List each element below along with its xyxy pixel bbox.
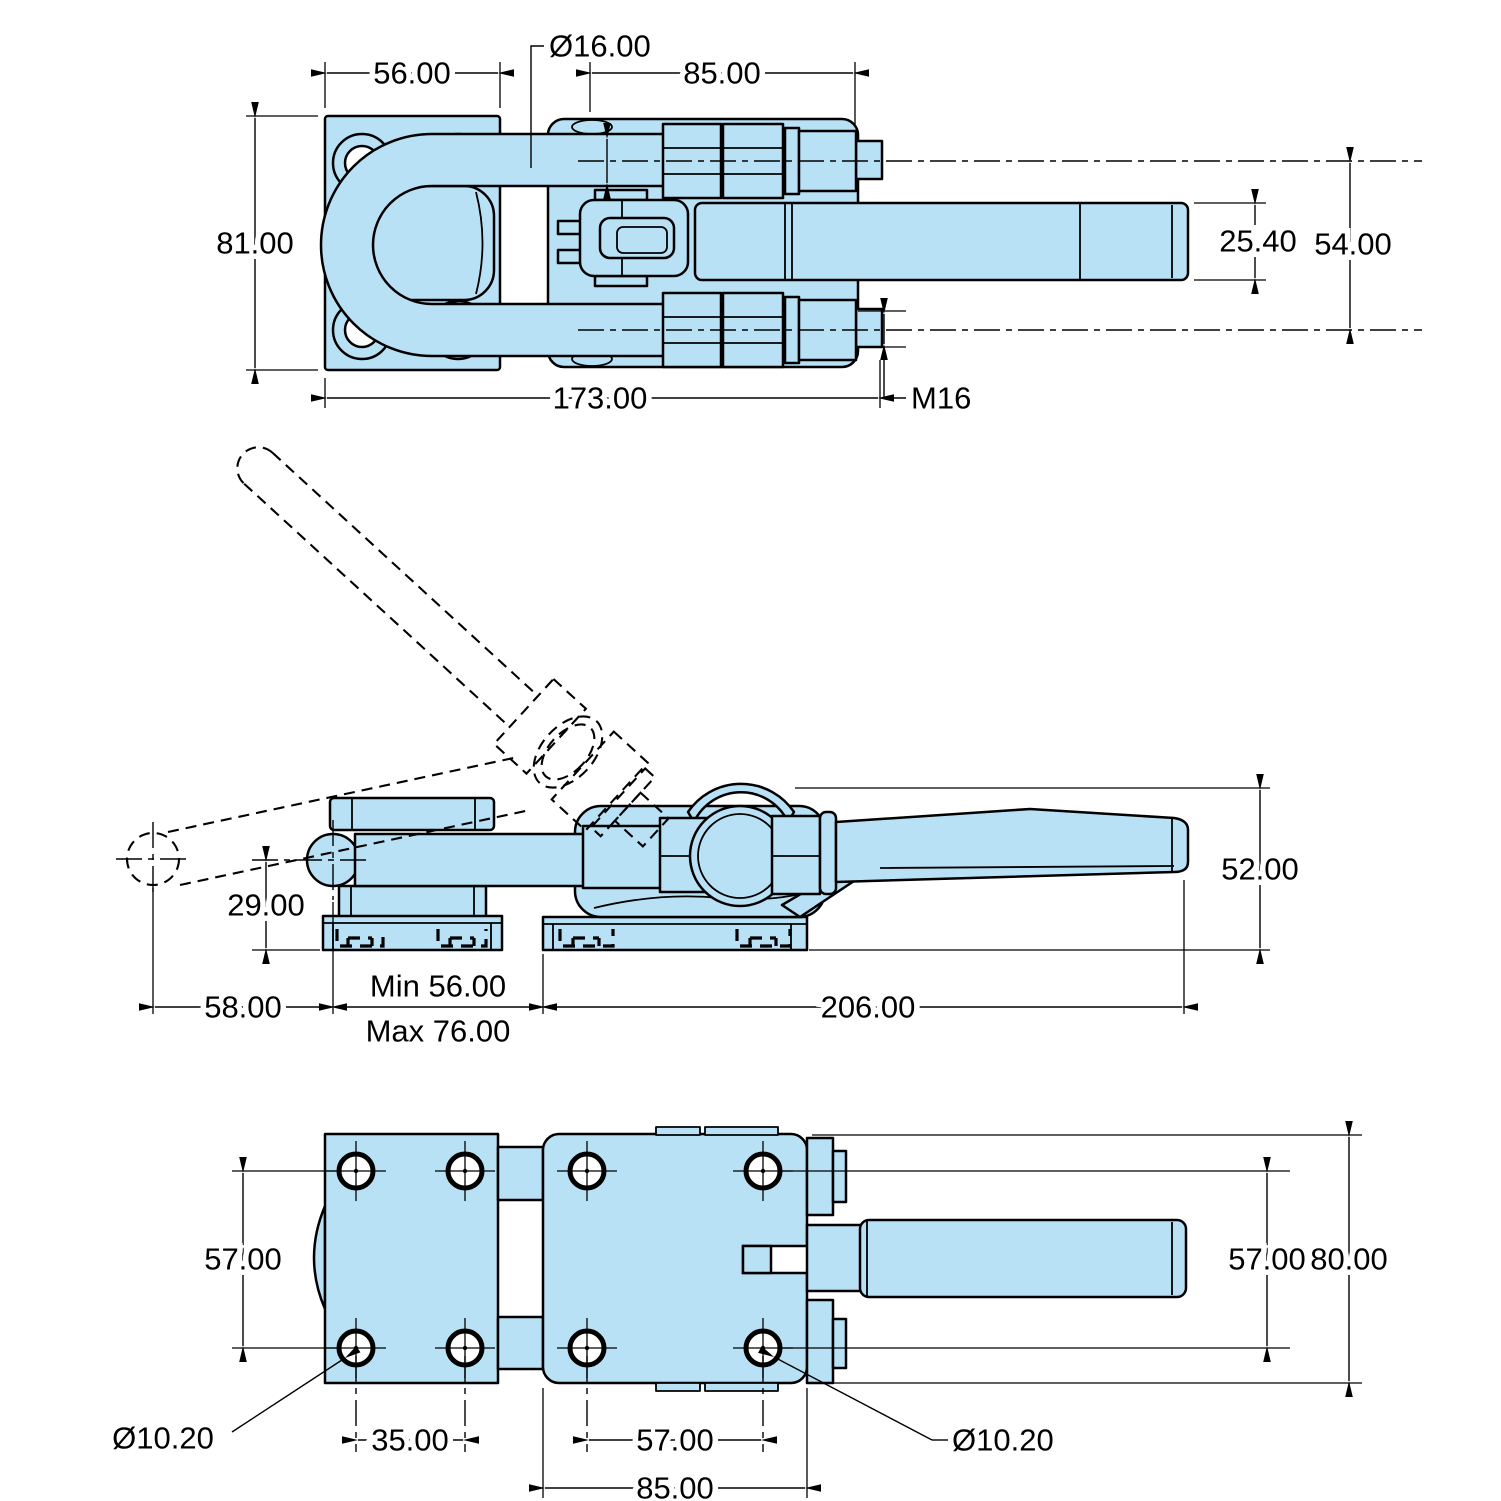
dim-bar-width: 25.40 <box>1219 224 1297 259</box>
dim-gap-min: Min 56.00 <box>370 969 506 1004</box>
dim-right-plate-hole-span: 85.00 <box>636 1471 714 1501</box>
nut-cluster-lower <box>661 291 858 369</box>
nut-profiles-bottom <box>805 1136 848 1385</box>
dim-overall-length: 173.00 <box>553 381 648 416</box>
top-view-dimensions: 56.00 85.00 Ø16.00 81.00 173.00 25.40 54… <box>211 29 1398 422</box>
latch-bar-top <box>693 201 1190 282</box>
dim-gap-max: Max 76.00 <box>366 1014 511 1049</box>
dim-bar-center-height: 29.00 <box>227 888 305 923</box>
dim-right-hole-diameter: Ø10.20 <box>952 1423 1054 1458</box>
rod-upper-bottom <box>496 1145 545 1202</box>
handle-closed-side <box>834 807 1190 884</box>
top-view: 56.00 85.00 Ø16.00 81.00 173.00 25.40 54… <box>211 29 1422 422</box>
stud-end-bottom <box>854 307 884 349</box>
dim-left-hole-spacing-h: 35.00 <box>371 1423 449 1458</box>
plate-edge-tabs <box>655 1126 779 1392</box>
latch-bar-bottom <box>805 1218 1188 1299</box>
side-view: 29.00 58.00 Min 56.00 Max 76.00 206.00 5… <box>116 446 1304 1049</box>
handle-open-dashed <box>236 446 671 848</box>
dim-thread-callout: M16 <box>911 381 971 416</box>
dim-plate-height: 81.00 <box>216 226 294 261</box>
stud-end-top <box>854 139 884 181</box>
plate-notch-bottom <box>741 1244 807 1275</box>
u-bolt-bend-bottom <box>312 1204 327 1311</box>
dim-rod-center-span: 54.00 <box>1314 227 1392 262</box>
right-base-flange-side <box>541 915 809 952</box>
dim-right-hole-spacing-v: 57.00 <box>1228 1242 1306 1277</box>
keeper-mechanism-top <box>556 188 690 288</box>
bottom-view-dimensions: 57.00 35.00 57.00 85.00 57.00 80.00 Ø10.… <box>112 1121 1393 1501</box>
dim-mount-span: 85.00 <box>683 56 761 91</box>
dim-rod-diameter: Ø16.00 <box>549 29 651 64</box>
rod-lower-bottom <box>496 1315 545 1371</box>
draw-bar-open-dashed <box>116 755 531 898</box>
pivot-assembly-side <box>658 804 838 908</box>
dim-open-travel: 58.00 <box>204 990 282 1025</box>
keeper-block-side <box>328 796 496 832</box>
dim-plate-width: 56.00 <box>373 56 451 91</box>
left-base-flange-side <box>321 884 504 952</box>
side-view-dimensions: 29.00 58.00 Min 56.00 Max 76.00 206.00 5… <box>139 774 1304 1049</box>
dim-right-plate-height: 80.00 <box>1310 1242 1388 1277</box>
bottom-view: 57.00 35.00 57.00 85.00 57.00 80.00 Ø10.… <box>112 1121 1393 1501</box>
dim-body-length: 206.00 <box>821 990 916 1025</box>
dim-left-hole-spacing-v: 57.00 <box>204 1242 282 1277</box>
dim-overall-height: 52.00 <box>1221 852 1299 887</box>
dim-left-hole-diameter: Ø10.20 <box>112 1421 214 1456</box>
dim-right-hole-spacing-h: 57.00 <box>636 1423 714 1458</box>
